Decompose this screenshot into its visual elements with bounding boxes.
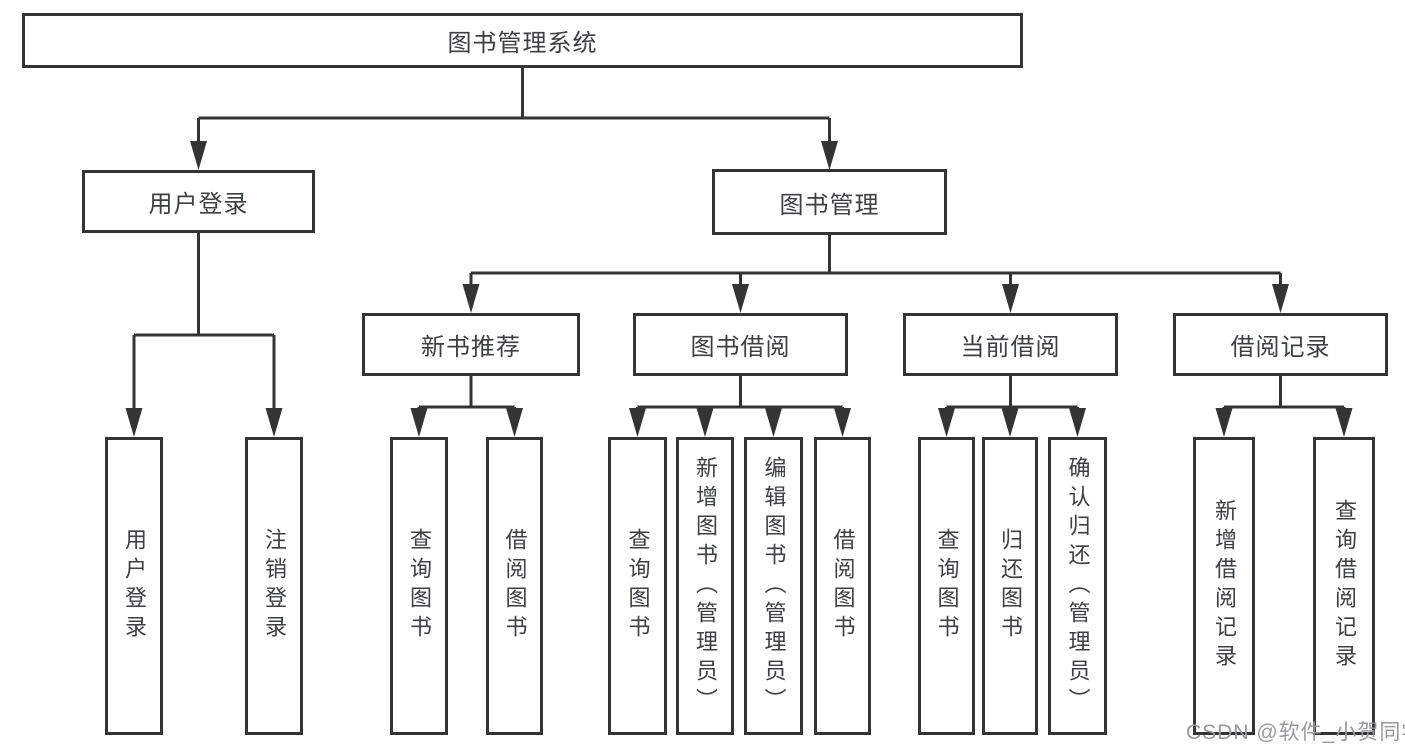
leaf-add-borrow-record: 新增借阅记录	[1193, 437, 1255, 735]
node-borrow-records: 借阅记录	[1173, 313, 1388, 376]
node-label: 查询图书	[407, 528, 432, 644]
node-label: 查询图书	[934, 528, 960, 644]
node-label: 编辑图书（管理员）	[761, 455, 787, 717]
leaf-query-books-borrow: 查询图书	[608, 437, 667, 735]
node-root: 图书管理系统	[22, 13, 1023, 68]
node-current-borrow: 当前借阅	[903, 313, 1118, 376]
node-book-management: 图书管理	[712, 169, 947, 235]
node-label: 图书借阅	[690, 334, 791, 361]
leaf-borrow-books: 借阅图书	[814, 437, 871, 735]
leaf-add-books-admin: 新增图书（管理员）	[676, 437, 734, 735]
node-label: 查询图书	[625, 528, 651, 644]
leaf-logout: 注销登录	[245, 437, 303, 735]
leaf-confirm-return-admin: 确认归还（管理员）	[1048, 437, 1107, 735]
node-book-borrow: 图书借阅	[633, 313, 848, 376]
leaf-query-books-current: 查询图书	[918, 437, 975, 735]
node-label: 新增借阅记录	[1212, 499, 1237, 673]
node-label: 确认归还（管理员）	[1065, 455, 1091, 717]
node-label: 用户登录	[122, 528, 147, 644]
node-label: 查询借阅记录	[1332, 499, 1357, 673]
node-label: 借阅图书	[502, 528, 528, 644]
node-label: 新书推荐	[421, 334, 521, 361]
node-label: 当前借阅	[960, 334, 1061, 361]
node-label: 注销登录	[262, 528, 287, 644]
node-label: 用户登录	[148, 191, 249, 218]
node-new-book-recommend: 新书推荐	[362, 313, 580, 376]
node-label: 借阅图书	[830, 528, 856, 644]
node-label: 借阅记录	[1230, 334, 1331, 361]
leaf-edit-books-admin: 编辑图书（管理员）	[744, 437, 803, 735]
node-label: 图书管理系统	[447, 30, 598, 57]
node-user-login: 用户登录	[82, 170, 315, 233]
leaf-query-borrow-record: 查询借阅记录	[1313, 437, 1375, 735]
node-label: 新增图书（管理员）	[693, 455, 718, 717]
node-label: 图书管理	[779, 191, 880, 219]
leaf-return-books: 归还图书	[982, 437, 1038, 735]
leaf-borrow-books-recommend: 借阅图书	[486, 437, 543, 735]
node-label: 归还图书	[998, 528, 1023, 644]
watermark: CSDN @软件_小贺同学	[1186, 721, 1405, 744]
leaf-user-login: 用户登录	[105, 437, 163, 735]
leaf-query-books-recommend: 查询图书	[390, 437, 448, 735]
